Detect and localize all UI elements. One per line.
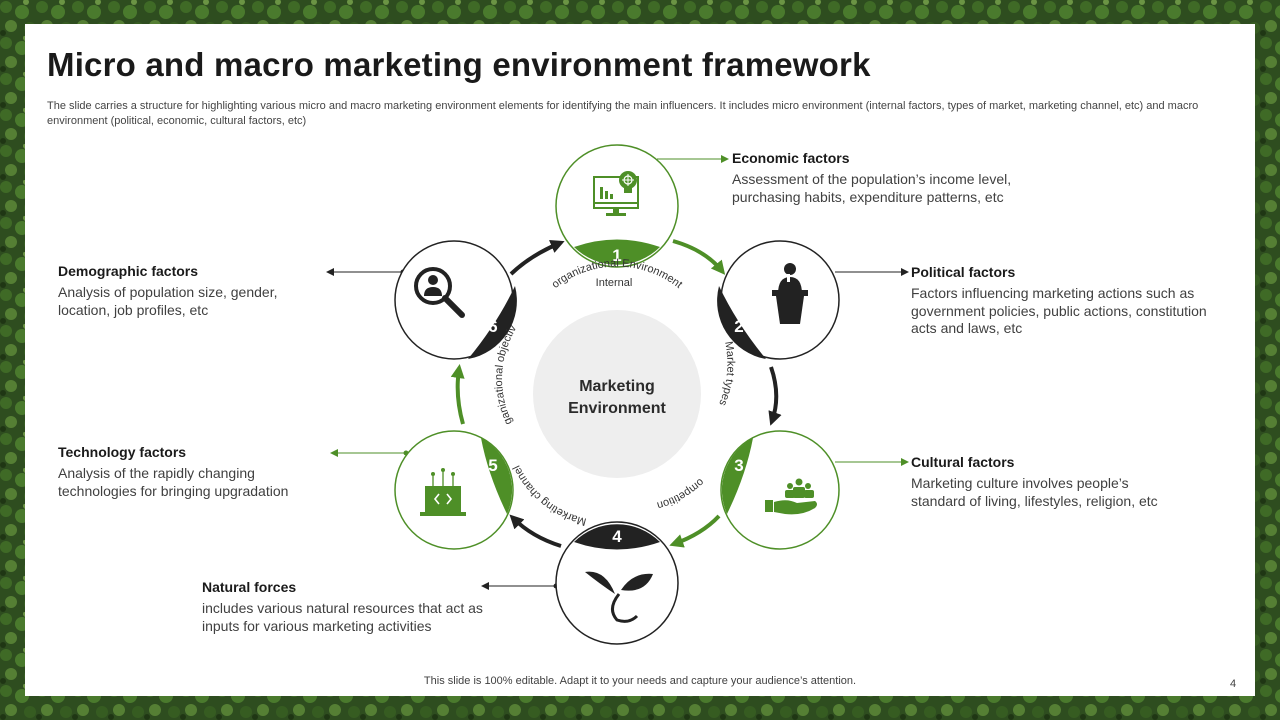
marketing-environment-diagram: 1 2 xyxy=(25,24,909,645)
cycle-arrow-4-5 xyxy=(509,514,562,548)
step-number-3: 3 xyxy=(734,456,743,475)
natural-heading: Natural forces xyxy=(202,579,297,595)
cycle-arrow-6-1 xyxy=(509,239,565,276)
cycle-arrow-3-4 xyxy=(669,514,721,548)
node-5: 5 xyxy=(394,430,514,550)
cycle-arrow-1-2 xyxy=(672,239,726,275)
cultural-factors: Cultural factors Marketing culture invol… xyxy=(911,454,1158,510)
page-title: Micro and macro marketing environment fr… xyxy=(47,46,871,83)
center-label-line2: Environment xyxy=(568,400,666,417)
economic-desc-line2: purchasing habits, expenditure patterns,… xyxy=(732,188,1004,205)
marketing-channel-label: Marketing channel xyxy=(511,463,588,527)
technology-factors: Technology factors Analysis of the rapid… xyxy=(58,444,288,500)
economic-heading: Economic factors xyxy=(732,150,850,166)
internal-label-line1: Internal xyxy=(596,277,633,289)
political-desc-line1: Factors influencing marketing actions su… xyxy=(911,285,1195,301)
cycle-arrow-5-6 xyxy=(450,364,465,425)
node-2: 2 xyxy=(717,240,840,360)
node-3-band xyxy=(721,438,753,514)
natural-forces: Natural forces includes various natural … xyxy=(202,579,483,635)
center-label-line1: Marketing xyxy=(579,378,655,395)
market-types-label: Market types xyxy=(716,341,736,408)
cycle-arrow-2-3 xyxy=(768,366,782,426)
cultural-desc-line1: Marketing culture involves people’s xyxy=(911,475,1129,491)
demographic-heading: Demographic factors xyxy=(58,263,199,279)
political-factors: Political factors Factors influencing ma… xyxy=(911,264,1207,338)
natural-desc-line1: includes various natural resources that … xyxy=(202,600,483,616)
node-1: 1 xyxy=(555,144,679,268)
laptop-circuit-icon xyxy=(420,468,466,516)
node-2-band xyxy=(717,286,766,359)
slide-panel: Micro and macro marketing environment fr… xyxy=(25,24,1255,696)
node-6: 6 xyxy=(394,240,517,360)
node-1-band xyxy=(574,239,660,265)
political-heading: Political factors xyxy=(911,264,1016,280)
natural-desc-line2: inputs for various marketing activities xyxy=(202,617,432,634)
node-3: 3 xyxy=(720,430,840,550)
economic-desc-line1: Assessment of the population’s income le… xyxy=(732,171,1012,187)
node-6-band xyxy=(468,286,517,359)
speaker-podium-icon xyxy=(772,263,808,324)
demographic-factors: Demographic factors Analysis of populati… xyxy=(58,263,277,319)
step-number-4: 4 xyxy=(612,527,622,546)
economic-factors: Economic factors Assessment of the popul… xyxy=(732,150,1011,206)
node-4-band xyxy=(574,524,660,550)
node-5-band xyxy=(481,438,513,514)
step-number-6: 6 xyxy=(488,317,497,336)
presentation-lightbulb-icon xyxy=(593,171,639,216)
organizational-objectives-label: Organizational objectives xyxy=(25,24,519,427)
page-subtitle: The slide carries a structure for highli… xyxy=(47,100,1199,127)
political-desc-line3: acts and laws, etc xyxy=(911,320,1023,336)
technology-desc-line2: technologies for bringing upgradation xyxy=(58,482,289,499)
center-circle xyxy=(533,310,701,478)
cultural-desc-line2: standard of living, lifestyles, religion… xyxy=(911,492,1158,509)
step-number-1: 1 xyxy=(612,246,621,265)
footer-note: This slide is 100% editable. Adapt it to… xyxy=(423,675,857,687)
demographic-desc-line1: Analysis of population size, gender, xyxy=(58,284,278,300)
technology-desc-line1: Analysis of the rapidly changing xyxy=(58,465,255,481)
cultural-heading: Cultural factors xyxy=(911,454,1015,470)
sprout-icon xyxy=(585,571,653,623)
step-number-5: 5 xyxy=(488,456,497,475)
step-number-2: 2 xyxy=(734,317,743,336)
hand-people-icon xyxy=(765,478,817,515)
political-desc-line2: government policies, public actions, con… xyxy=(911,302,1207,319)
demographic-desc-line2: location, job profiles, etc xyxy=(58,301,209,318)
technology-heading: Technology factors xyxy=(58,444,187,460)
page-number: 4 xyxy=(1230,678,1237,690)
magnifier-person-icon xyxy=(414,267,465,318)
node-4: 4 xyxy=(555,521,679,645)
